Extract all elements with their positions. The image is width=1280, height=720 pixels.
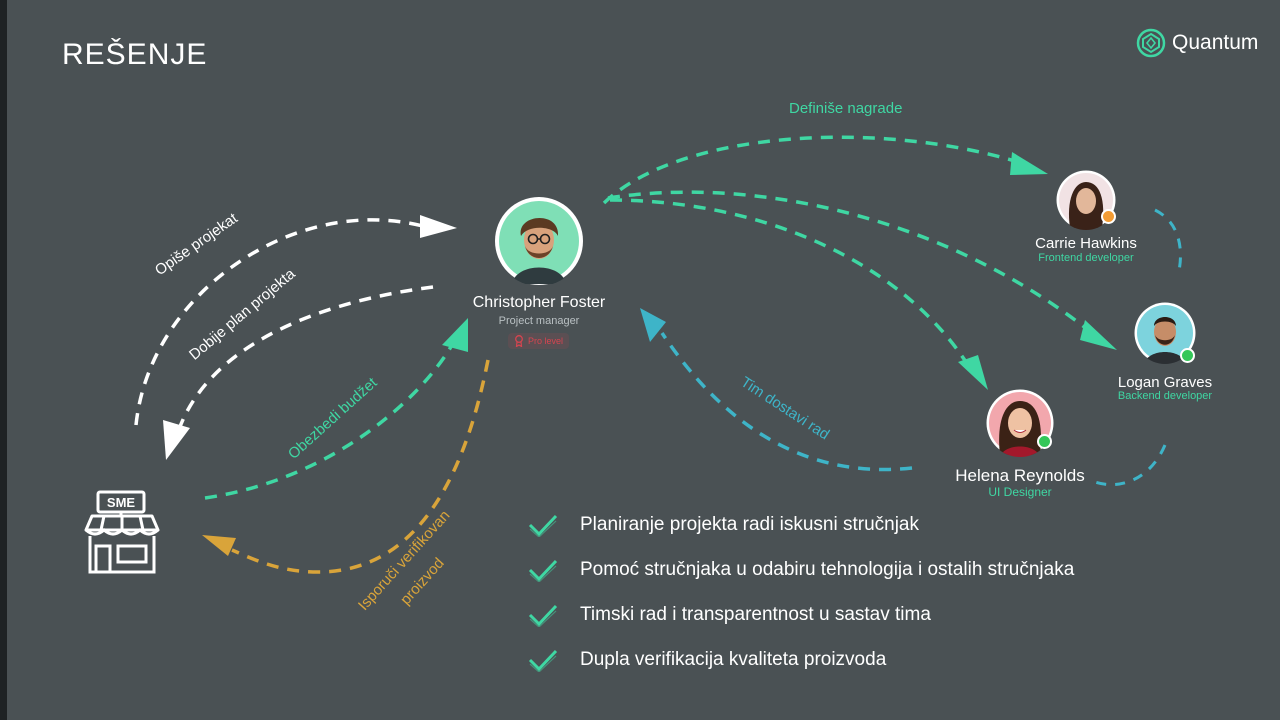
- team-role-helena: UI Designer: [988, 485, 1052, 499]
- team-name-carrie: Carrie Hawkins: [1035, 235, 1137, 252]
- avatar-helena-reynolds: [986, 389, 1054, 457]
- slide-title: REŠENJE: [62, 38, 208, 71]
- arrowhead-carrie: [1010, 152, 1048, 175]
- avatar-christopher-foster: [494, 196, 584, 286]
- check-icon: [528, 604, 558, 627]
- flow-to-helena: [609, 198, 970, 366]
- flow-tim-dostavi-rad-lower: [1094, 444, 1167, 487]
- arrowhead-helena: [958, 355, 988, 390]
- arrowhead-obezbedi: [442, 318, 468, 352]
- badge-label: Pro level: [528, 336, 564, 346]
- list-item: Planiranje projekta radi iskusni stručnj…: [528, 502, 1074, 547]
- flow-opise-projekat: [134, 218, 431, 426]
- check-icon: [528, 559, 558, 582]
- arrowhead-dobije: [163, 420, 190, 460]
- flow-to-logan: [607, 190, 1094, 335]
- arrowhead-opise: [420, 215, 457, 238]
- status-dot-carrie: [1101, 209, 1116, 224]
- pm-role: Project manager: [498, 315, 580, 327]
- status-dot-logan: [1180, 348, 1195, 363]
- arrowhead-logan: [1080, 320, 1117, 350]
- team-name-helena: Helena Reynolds: [955, 466, 1085, 485]
- benefits-list: Planiranje projekta radi iskusni stručnj…: [528, 502, 1074, 682]
- benefit-text: Planiranje projekta radi iskusni stručnj…: [580, 513, 919, 535]
- label-definise-nagrade: Definiše nagrade: [789, 100, 903, 117]
- avatar-portrait-icon: [1134, 302, 1196, 364]
- quantum-logo-icon: [1136, 28, 1166, 58]
- arrowhead-tim: [640, 308, 666, 342]
- sme-label: SME: [107, 495, 136, 510]
- quantum-logo: Quantum: [1136, 28, 1258, 58]
- team-name-logan: Logan Graves: [1117, 374, 1213, 391]
- team-role-logan: Backend developer: [1117, 390, 1213, 402]
- flow-isporuci: [231, 359, 490, 574]
- check-icon: [528, 649, 558, 672]
- team-role-carrie: Frontend developer: [1038, 252, 1134, 264]
- benefit-text: Dupla verifikacija kvaliteta proizvoda: [580, 648, 887, 670]
- flow-tim-dostavi-rad-main: [660, 332, 913, 472]
- avatar-portrait-icon: [986, 389, 1054, 457]
- logo-text: Quantum: [1172, 31, 1259, 54]
- flow-definise-nagrade: [602, 135, 1019, 205]
- arrowhead-isporuci: [202, 535, 236, 556]
- avatar-logan-graves: [1134, 302, 1196, 364]
- left-edge-bar: [0, 0, 7, 720]
- benefit-text: Pomoć stručnjaka u odabiru tehnologija i…: [580, 558, 1075, 580]
- store-icon: SME: [84, 490, 160, 574]
- avatar-portrait-icon: [1056, 170, 1116, 230]
- avatar-carrie-hawkins: [1056, 170, 1116, 230]
- status-dot-helena: [1037, 434, 1052, 449]
- list-item: Pomoć stručnjaka u odabiru tehnologija i…: [528, 547, 1074, 592]
- avatar-portrait-icon: [495, 197, 583, 285]
- sme-store: SME: [84, 490, 160, 581]
- list-item: Timski rad i transparentnost u sastav ti…: [528, 592, 1074, 637]
- benefit-text: Timski rad i transparentnost u sastav ti…: [580, 603, 931, 625]
- list-item: Dupla verifikacija kvaliteta proizvoda: [528, 637, 1074, 682]
- medal-icon: [515, 335, 523, 347]
- pro-level-badge: Pro level: [508, 333, 570, 349]
- flow-tim-dostavi-rad: [1154, 208, 1182, 276]
- flow-obezbedi-budzet: [204, 344, 454, 500]
- check-icon: [528, 514, 558, 537]
- pm-name: Christopher Foster: [472, 294, 606, 311]
